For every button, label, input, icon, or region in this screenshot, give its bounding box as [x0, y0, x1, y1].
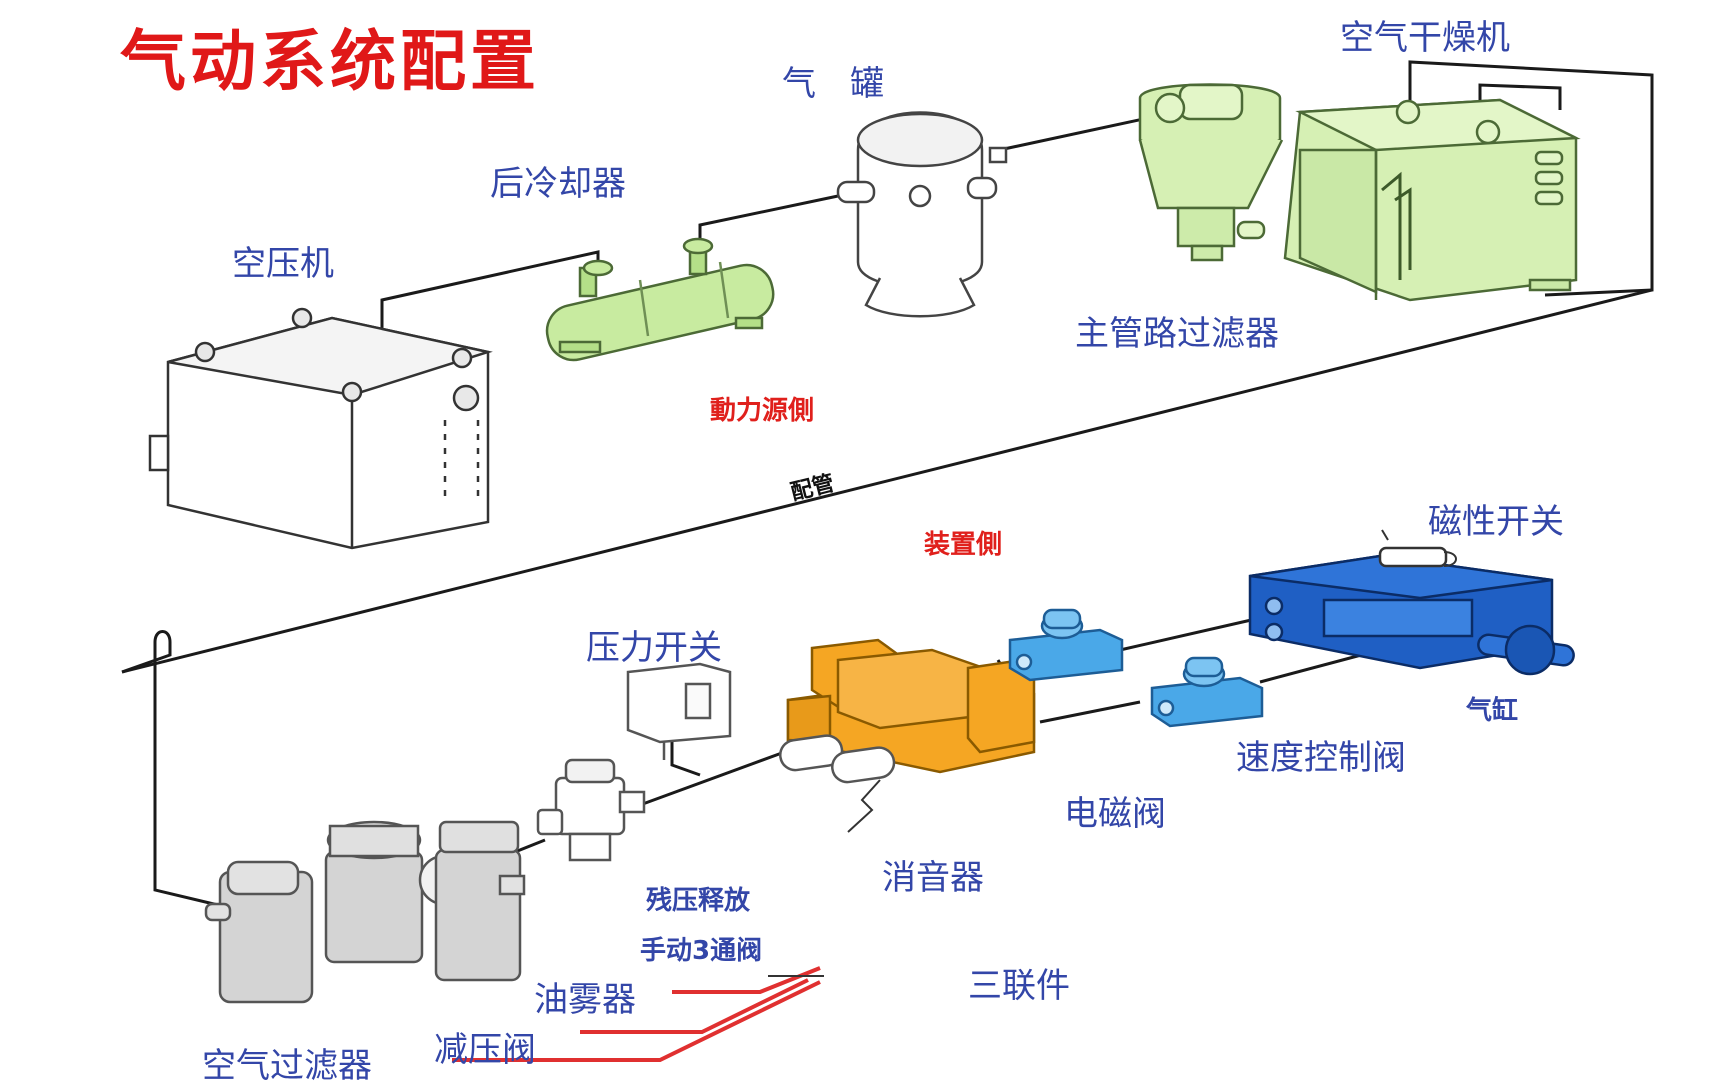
pipe-main-diagonal — [121, 288, 1653, 674]
label-pressure-reducing-valve: 减压阀 — [434, 1030, 536, 1070]
label-silencer: 消音器 — [882, 858, 984, 898]
label-air-compressor: 空压机 — [232, 244, 334, 284]
label-air-dryer: 空气干燥机 — [1340, 18, 1510, 58]
label-power-source-side: 動力源側 — [710, 396, 815, 426]
solenoid-valve — [786, 638, 1036, 774]
label-aftercooler: 后冷却器 — [490, 164, 626, 204]
aftercooler — [545, 237, 775, 362]
manual-3way-valve — [536, 758, 646, 862]
label-solenoid-valve: 电磁阀 — [1064, 794, 1166, 834]
label-cylinder: 气缸 — [1466, 696, 1519, 726]
pipe-speed1-to-cylinder — [1119, 616, 1261, 652]
pipe-cooler-to-tank — [698, 194, 839, 262]
pressure-switch — [626, 662, 732, 760]
silencers — [779, 734, 896, 833]
label-frl-unit: 三联件 — [968, 966, 1070, 1006]
pipe-left-drop — [121, 630, 219, 907]
label-pressure-switch: 压力开关 — [586, 628, 722, 668]
label-speed-control-valve: 速度控制阀 — [1236, 738, 1406, 778]
air-tank — [836, 111, 1008, 318]
pipe-solenoid-to-speed-valve2 — [1039, 700, 1141, 724]
pipe-filter-to-dryer-loop — [1408, 60, 1654, 297]
air-dryer — [1283, 98, 1581, 302]
label-magnetic-switch: 磁性开关 — [1428, 502, 1564, 542]
speed-control-valves — [1008, 608, 1264, 728]
label-device-side: 装置側 — [924, 530, 1003, 560]
label-lubricator: 油雾器 — [534, 980, 636, 1020]
pipe-pressure-switch — [670, 742, 701, 777]
label-air-tank: 气 罐 — [782, 64, 884, 104]
cylinder — [1248, 529, 1575, 676]
main-line-filter — [1138, 83, 1284, 262]
label-air-filter: 空气过滤器 — [202, 1046, 372, 1086]
diagram-title: 气动系统配置 — [120, 23, 540, 100]
frl-unit — [204, 820, 526, 1004]
pipe-tank-to-filter — [989, 116, 1149, 154]
pipe-dryer-top — [1478, 83, 1562, 110]
speed-control-valve-1 — [1008, 608, 1124, 682]
label-residual-pressure-release: 残压释放 — [646, 886, 751, 916]
label-manual-3way-valve: 手动3通阀 — [640, 936, 763, 966]
speed-control-valve-2 — [1150, 656, 1264, 728]
air-compressor — [148, 307, 493, 550]
pipe-manual-valve-to-solenoid — [639, 748, 791, 807]
label-main-line-filter: 主管路过滤器 — [1075, 314, 1279, 354]
